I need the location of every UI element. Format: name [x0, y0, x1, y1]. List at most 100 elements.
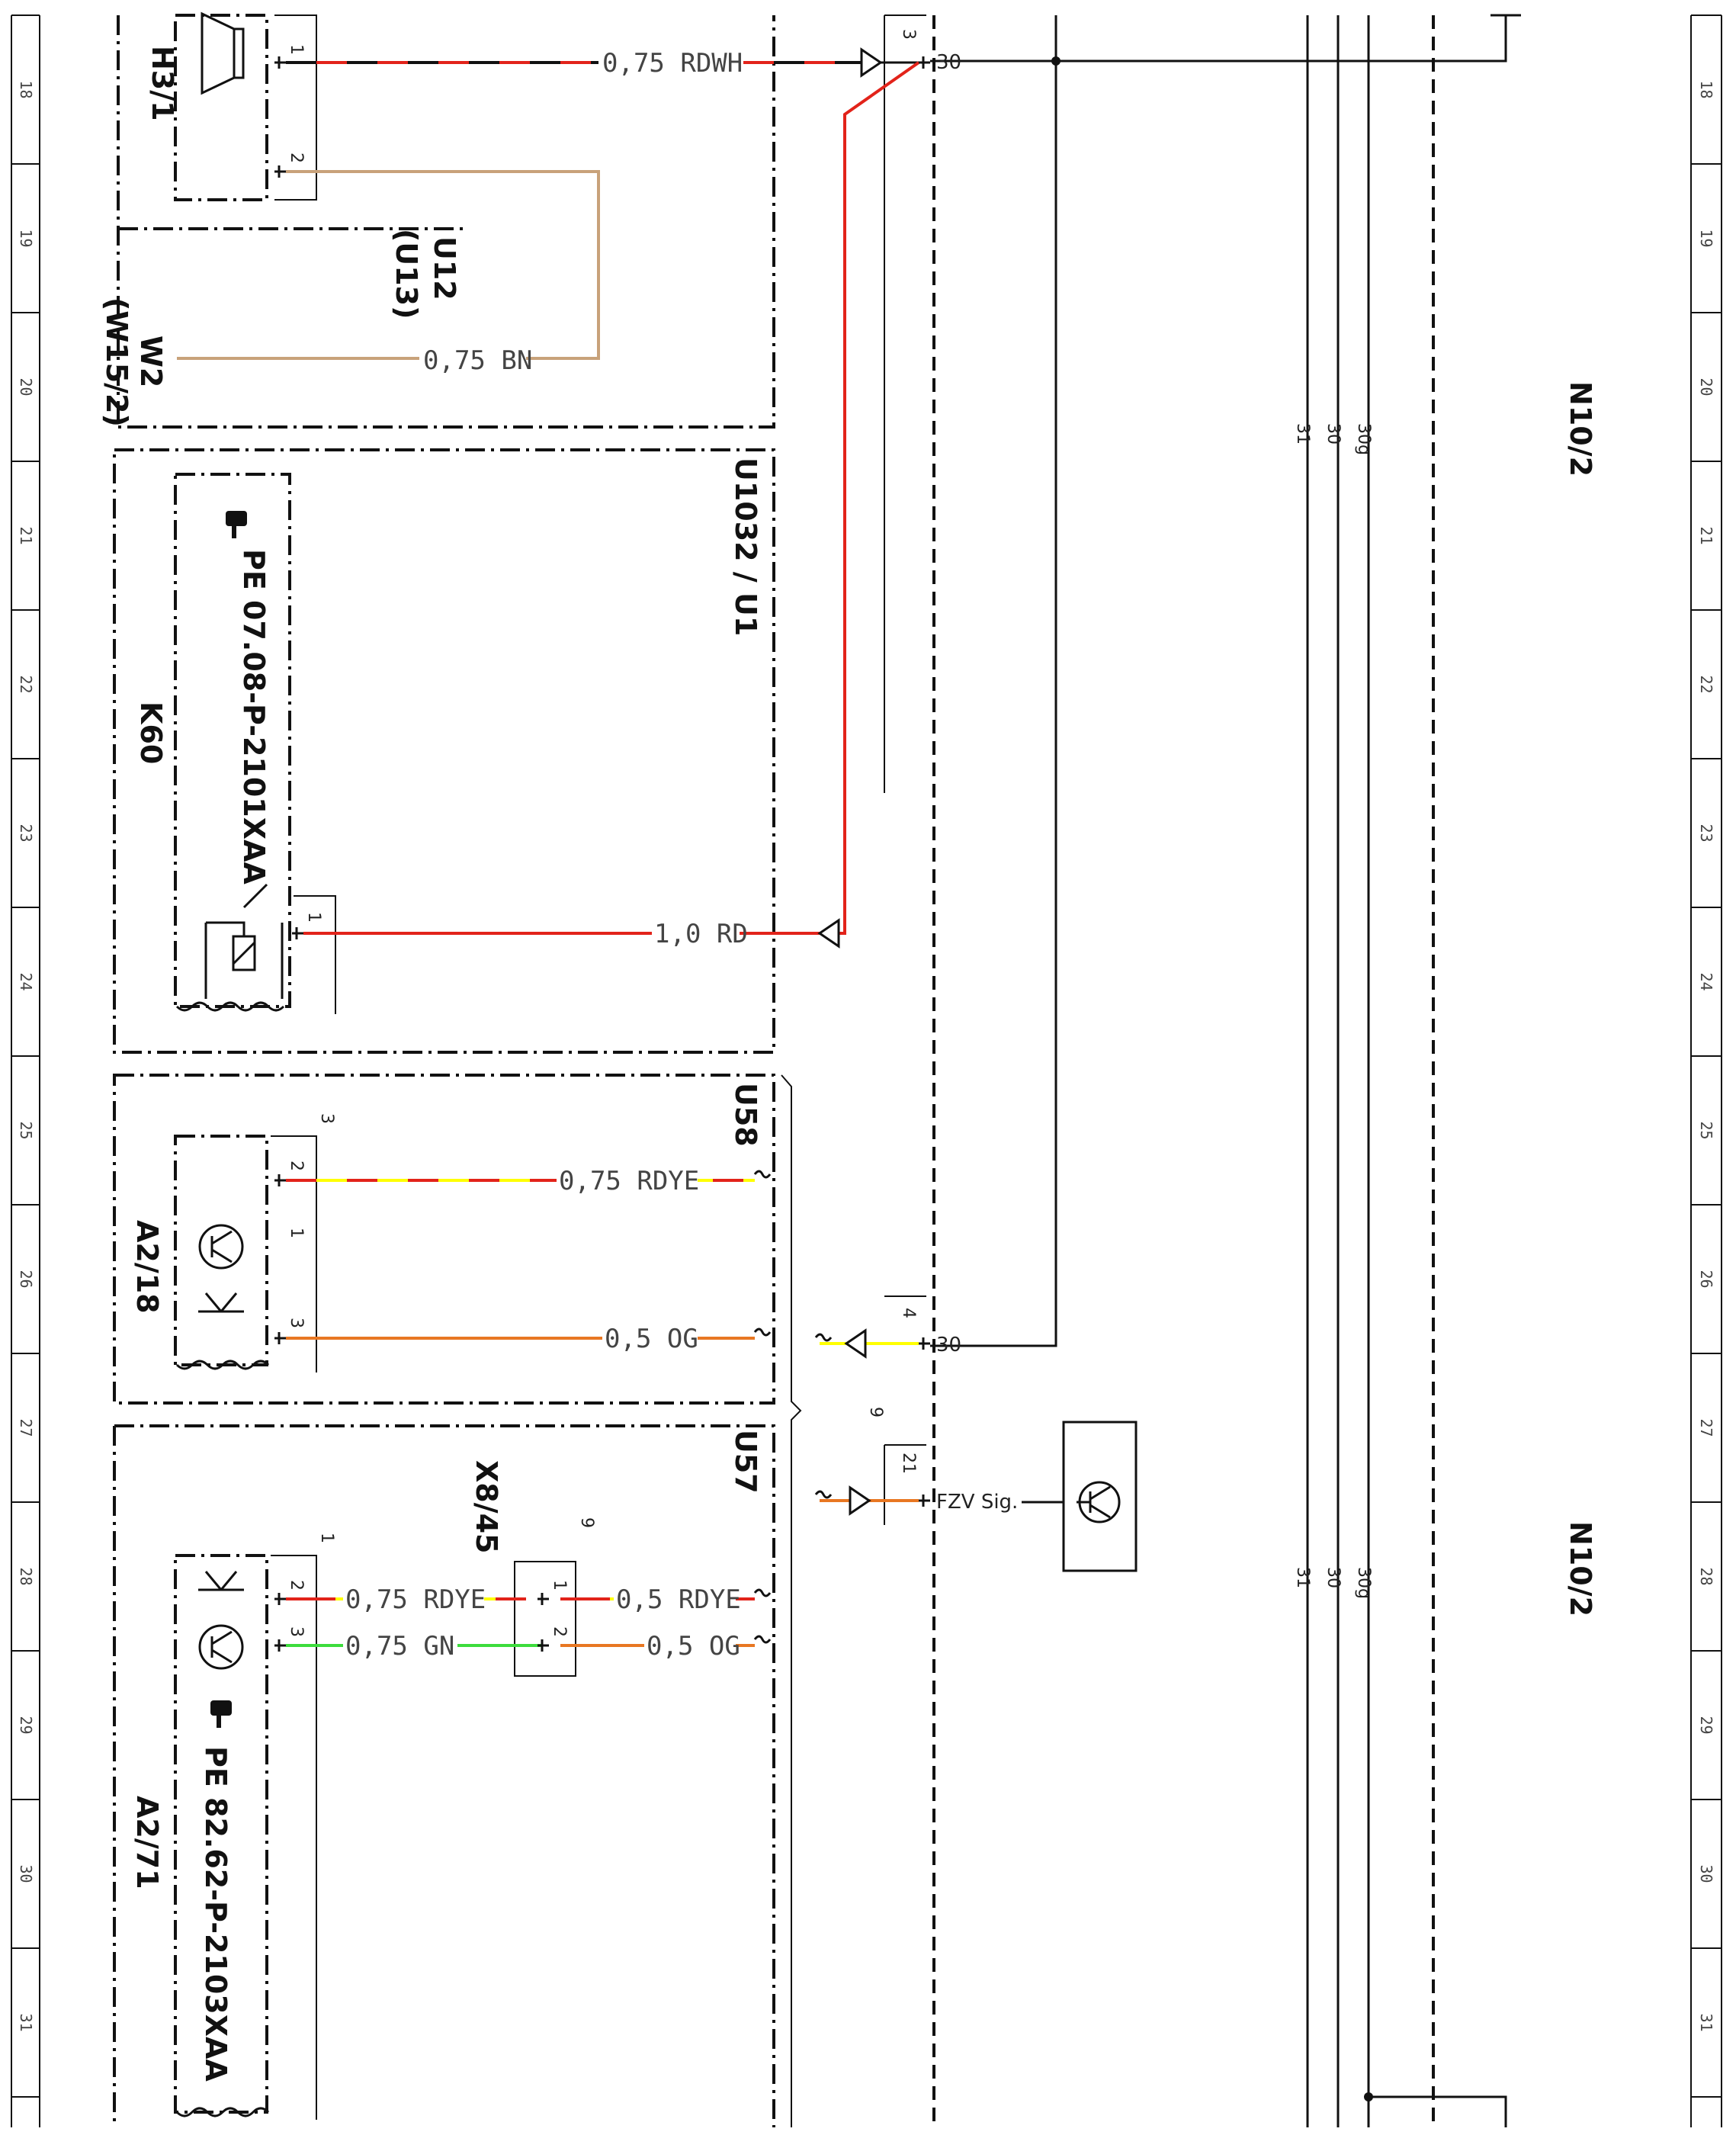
left-ruler-label: 22 [17, 676, 35, 694]
fzv-module-box [1062, 1421, 1138, 1572]
wire-label-bg [557, 1165, 698, 1197]
left-ruler-label: 19 [17, 230, 35, 248]
wire-label-rdye-a2-18: 0,75 RDYE [559, 1166, 699, 1196]
label-u58: U58 [729, 1083, 762, 1147]
pin-label: 9 [577, 1517, 596, 1528]
right-ruler-label: 21 [1697, 527, 1715, 545]
antenna-icon [198, 1292, 244, 1313]
terminal-30-top: 30 [936, 51, 961, 74]
wire-label-bg [652, 917, 740, 949]
speaker-icon [201, 11, 245, 95]
wire-label-rdye-x8: 0,5 RDYE [616, 1584, 741, 1615]
pin-label: 3 [317, 1113, 336, 1124]
pin-label: 3 [287, 1626, 306, 1637]
label-u13: (U13) [390, 229, 423, 319]
left-ruler-label: 23 [17, 824, 35, 843]
wire-label-og-a2-18: 0,5 OG [605, 1324, 698, 1354]
transistor-icon [198, 1224, 244, 1270]
terminal-30-mid: 30 [936, 1334, 961, 1356]
left-ruler-label: 20 [17, 378, 35, 396]
label-w15-2: (W15/2) [100, 297, 133, 427]
left-ruler-label: 31 [17, 2014, 35, 2032]
pin-label: 1 [550, 1580, 569, 1591]
left-ruler-label: 21 [17, 527, 35, 545]
pin-label: 4 [899, 1308, 918, 1318]
pin-label: 9 [866, 1407, 885, 1417]
wire-label-og-x8: 0,5 OG [647, 1631, 740, 1661]
label-u1032: U1032 / U1 [729, 458, 762, 636]
relay-switch-icon [204, 883, 284, 999]
n10-connector-9 [884, 1444, 926, 1525]
pin-label: 1 [287, 44, 306, 55]
right-ruler-label: 20 [1697, 378, 1715, 396]
arrow-rd [817, 918, 840, 949]
label-k60-pe: PE 07.08-P-2101XAA [237, 549, 271, 884]
arrow-fzv [849, 1485, 871, 1516]
right-ruler-label: 26 [1697, 1270, 1715, 1289]
arrow-pin4 [844, 1328, 867, 1359]
wire-label-bg [343, 1630, 457, 1662]
junction-node-30 [1051, 56, 1061, 66]
internal-bus [1306, 15, 1370, 2127]
hand-pointer-icon [226, 511, 247, 538]
label-a2-71: A2/71 [130, 1796, 164, 1889]
wire-label-bg [598, 46, 743, 78]
left-ruler-label: 25 [17, 1122, 35, 1140]
h3-1-box [174, 14, 268, 201]
a2-18-wave [175, 1360, 270, 1370]
right-ruler-label: 30 [1697, 1865, 1715, 1883]
h3-1-connector [274, 14, 317, 201]
pin-label: 2 [287, 152, 306, 163]
left-ruler-label: 26 [17, 1270, 35, 1289]
pin-label: 1 [287, 1228, 306, 1238]
left-ruler-label: 24 [17, 973, 35, 991]
pin-contacts [274, 56, 930, 1652]
antenna-icon [198, 1571, 244, 1591]
left-ruler-label: 30 [17, 1865, 35, 1883]
x8-45-connector [514, 1561, 576, 1677]
left-ruler-label: 27 [17, 1419, 35, 1437]
k60-wave [175, 1001, 285, 1012]
wire-label-bg [602, 1323, 698, 1355]
left-ruler-label: 29 [17, 1716, 35, 1735]
bus-label-31-top: 31 [1293, 423, 1312, 445]
right-ruler-label: 29 [1697, 1716, 1715, 1735]
top-right-bracket [1433, 14, 1521, 63]
wire-rd [303, 61, 920, 935]
bottom-right-bracket [1369, 2095, 1507, 2127]
a2-71-connector [271, 1555, 317, 2120]
label-n10-2-bottom: N10/2 [1564, 1521, 1597, 1616]
right-ruler-label: 24 [1697, 973, 1715, 991]
junction-node-bottom [1364, 2092, 1373, 2101]
wire-label-gn-a2-71: 0,75 GN [345, 1631, 454, 1661]
hand-pointer-icon [210, 1700, 232, 1728]
right-ruler-label: 19 [1697, 230, 1715, 248]
label-x8-45: X8/45 [470, 1460, 503, 1554]
a2-71-wave [175, 2107, 270, 2117]
frame-u1032 [113, 448, 775, 1054]
frame-brace [781, 1074, 802, 2127]
bus-label-30-top: 30 [1324, 423, 1343, 445]
bus-label-30-bottom: 30 [1324, 1567, 1343, 1588]
terminal-fzv-sig: FZV Sig. [936, 1491, 1018, 1514]
pin-label: 1 [317, 1533, 336, 1543]
wire-end-tildes [753, 1170, 833, 1644]
frame-u57 [113, 1424, 775, 2127]
transistor-icon [198, 1624, 244, 1670]
pin-label: 2 [550, 1626, 569, 1637]
pin-label: 2 [287, 1161, 306, 1171]
label-w2: W2 [134, 336, 168, 387]
right-ruler-label: 23 [1697, 824, 1715, 843]
wire-bn [177, 170, 600, 360]
label-u57: U57 [729, 1430, 762, 1494]
bus-label-30g-bottom: 30g [1354, 1567, 1373, 1599]
wire-label-rdye-a2-71: 0,75 RDYE [345, 1584, 486, 1615]
pin-label: 3 [899, 29, 918, 40]
bus-label-30g-top: 30g [1354, 423, 1373, 455]
transistor-icon [1077, 1481, 1121, 1523]
pin-label: 21 [899, 1453, 918, 1474]
k60-connector [294, 895, 336, 1014]
